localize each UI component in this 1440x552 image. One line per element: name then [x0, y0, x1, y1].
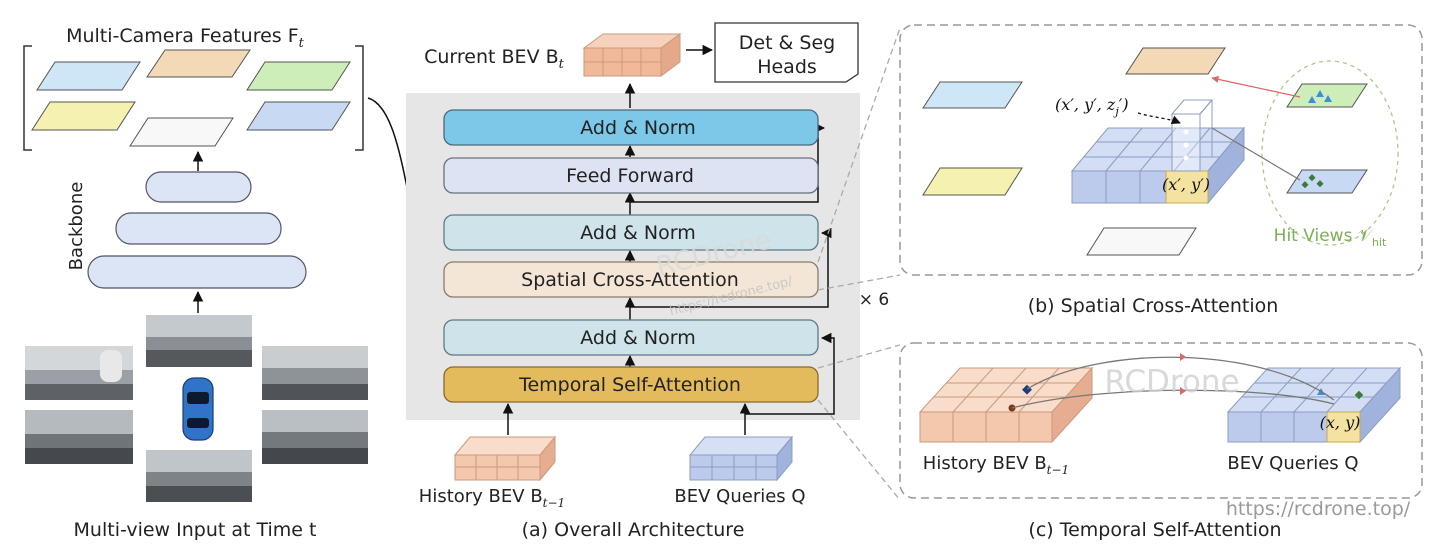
left-section: Multi-Camera Features Ft Backbone — [23, 25, 442, 541]
history-bev-label: History BEV Bt−1 — [419, 486, 565, 510]
spatial-cross-attention-panel: (x′, y′, zj′) (x′, y′) Hit Views 𝒱hit (b… — [899, 24, 1423, 317]
query-cell-highlight — [1165, 170, 1209, 204]
feature-plane-1 — [36, 61, 141, 91]
backbone-layer-2 — [115, 212, 282, 245]
current-bev-label: Current BEV Bt — [424, 46, 565, 72]
feature-plane-4 — [31, 101, 136, 131]
add-norm-top-text: Add & Norm — [580, 117, 696, 139]
bev-queries-cube-icon — [688, 435, 794, 482]
camera-view-plane-2 — [1125, 47, 1226, 75]
repeat-label: × 6 — [859, 290, 889, 310]
panel-c-queries-label: BEV Queries Q — [1227, 453, 1358, 474]
add-norm-mid-text: Add & Norm — [580, 222, 696, 244]
panel-c-caption: (c) Temporal Self-Attention — [1028, 519, 1281, 541]
hit-views-label: Hit Views 𝒱hit — [1274, 226, 1387, 249]
temporal-self-attention-block — [443, 366, 819, 403]
feed-forward-block — [443, 157, 819, 194]
query-point-label: (x, y) — [1320, 413, 1361, 432]
input-label: Multi-view Input at Time t — [74, 519, 317, 541]
panel-c-history-grid — [918, 366, 1094, 444]
temporal-link-2 — [1011, 389, 1335, 409]
feature-plane-3 — [246, 61, 351, 91]
spatial-cross-attention-text: Spatial Cross-Attention — [521, 269, 739, 291]
projection-ray-1 — [1211, 75, 1301, 98]
projection-ray-2 — [1211, 127, 1301, 181]
camera-images — [25, 315, 368, 502]
bev-point-label: (x′, y′) — [1162, 175, 1210, 194]
pillar-point-label: (x′, y′, zj′) — [1055, 95, 1129, 118]
features-title: Multi-Camera Features Ft — [66, 25, 305, 51]
feature-plane-5 — [129, 117, 234, 147]
add-norm-mid-block — [443, 214, 819, 251]
temporal-self-attention-panel: (x, y) History BEV Bt−1 BEV Queries Q (c… — [899, 342, 1423, 541]
panel-c-queries-grid — [1226, 366, 1402, 444]
camera-view-plane-4 — [1086, 227, 1197, 256]
feature-plane-2 — [146, 49, 251, 78]
residual-spatial — [630, 227, 832, 308]
architecture-caption: (a) Overall Architecture — [522, 519, 745, 541]
panel-c-history-label: History BEV Bt−1 — [923, 453, 1069, 477]
panel-b-frame — [899, 24, 1423, 276]
panel-b-caption: (b) Spatial Cross-Attention — [1028, 295, 1279, 317]
architecture-section: Current BEV Bt Det & Seg Heads Add & Nor… — [406, 22, 901, 541]
feature-plane-6 — [246, 101, 351, 131]
backbone-layer-3 — [87, 255, 307, 289]
camera-view-plane-3 — [922, 167, 1023, 196]
backbone-layer-1 — [145, 171, 252, 203]
panel-b-bev-grid — [1070, 99, 1246, 205]
feature-bracket-left — [23, 45, 32, 151]
history-bev-cube-icon — [453, 435, 557, 482]
ego-car-icon — [182, 377, 214, 441]
bev-queries-label: BEV Queries Q — [674, 486, 805, 507]
camera-view-plane-1 — [922, 81, 1023, 109]
heads-box — [714, 22, 859, 83]
watermark-url-2: https://rcdrone.top/ — [1226, 498, 1411, 520]
feed-forward-text: Feed Forward — [566, 165, 694, 187]
add-norm-low-text: Add & Norm — [580, 327, 696, 349]
heads-line-2: Heads — [757, 56, 817, 78]
panel-c-frame — [899, 342, 1423, 499]
heads-line-1: Det & Seg — [739, 32, 835, 54]
residual-temporal — [745, 332, 835, 415]
add-norm-top-block — [443, 109, 819, 146]
add-norm-low-block — [443, 319, 819, 356]
watermark-logo-2: RCDrone — [1104, 364, 1239, 400]
hit-view-plane-2 — [1286, 169, 1368, 194]
hit-view-plane-1 — [1286, 83, 1368, 108]
current-bev-cube-icon — [582, 33, 682, 77]
backbone-label: Backbone — [66, 182, 87, 271]
feature-bracket-right — [355, 45, 364, 151]
hit-views-circle — [1261, 60, 1399, 246]
spatial-cross-attention-block — [443, 261, 819, 298]
temporal-self-attention-text: Temporal Self-Attention — [518, 374, 741, 396]
